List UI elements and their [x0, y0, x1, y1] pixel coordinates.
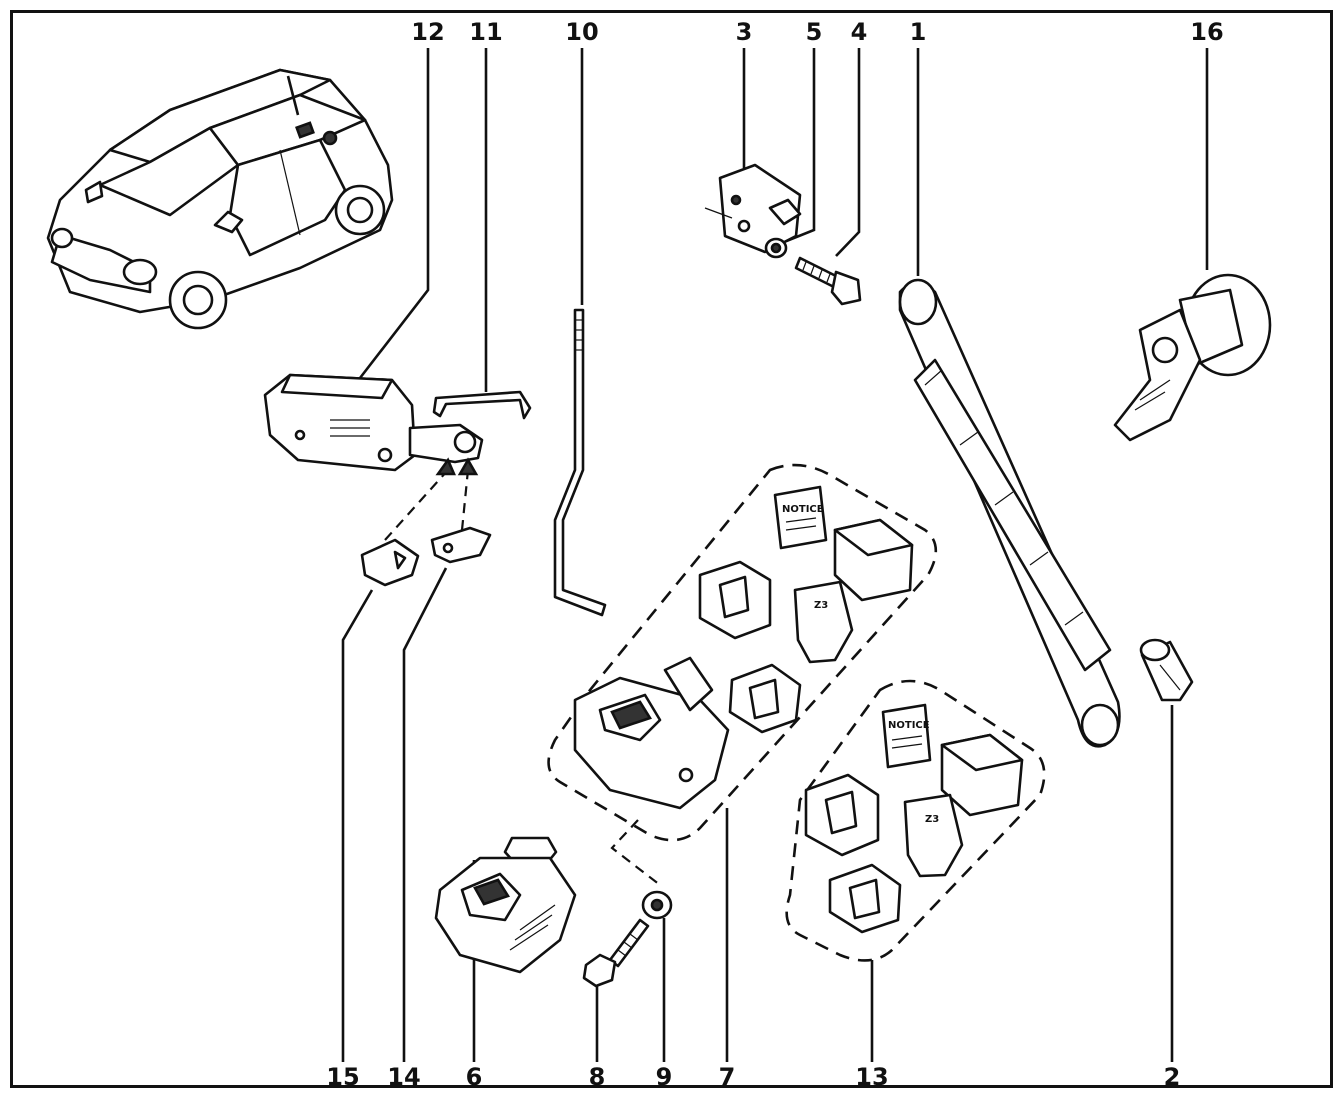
callout-3: 3 — [736, 18, 753, 46]
part-2-end-cap — [1139, 638, 1194, 702]
jack-to-washer-leader — [610, 819, 661, 886]
callout-4: 4 — [851, 18, 868, 46]
part-9-washer — [641, 890, 673, 920]
jack-pad-label-1: Z3 — [814, 600, 828, 611]
kit-7-boundary — [547, 463, 938, 842]
booklet-text-1: NOTICE — [782, 504, 824, 515]
car-illustration — [46, 68, 394, 330]
callout-10: 10 — [565, 18, 598, 46]
kit-7-contents: NOTICE Z3 — [573, 485, 914, 810]
callouts-top: 12 11 10 3 5 4 1 16 — [411, 18, 1223, 46]
leader-12 — [358, 48, 430, 379]
leader-15 — [341, 589, 374, 1062]
part-8-bolt — [582, 918, 650, 988]
callout-5: 5 — [806, 18, 823, 46]
kit-7-jack — [573, 656, 730, 810]
callout-8: 8 — [589, 1063, 606, 1091]
callout-2: 2 — [1164, 1063, 1181, 1091]
kit-13-contents: NOTICE Z3 — [804, 703, 1024, 934]
callouts-bottom: 15 14 6 8 9 7 13 2 — [326, 1063, 1180, 1091]
kit-13-boundary — [785, 679, 1046, 962]
part-14-bracket — [430, 526, 492, 564]
part-6-jack-cover — [434, 836, 577, 974]
part-16-lock — [1113, 273, 1272, 442]
leader-lines — [341, 48, 1209, 1062]
callout-16: 16 — [1190, 18, 1223, 46]
part-12-electronic-module — [263, 373, 484, 472]
callout-15: 15 — [326, 1063, 359, 1091]
callout-14: 14 — [387, 1063, 420, 1091]
callout-9: 9 — [656, 1063, 673, 1091]
part-3-bracket-plate — [704, 163, 802, 254]
assembly-arrows — [384, 457, 479, 541]
part-1-gas-strut — [898, 278, 1121, 748]
kit-7-notice-booklet: NOTICE — [773, 485, 828, 550]
jack-pad-label-2: Z3 — [925, 814, 939, 825]
callout-11: 11 — [469, 18, 502, 46]
callout-7: 7 — [719, 1063, 736, 1091]
diagram-frame — [10, 10, 1333, 1088]
booklet-text-2: NOTICE — [888, 720, 930, 731]
callout-6: 6 — [466, 1063, 483, 1091]
part-10-rod — [553, 308, 607, 617]
part-5-washer — [764, 237, 788, 259]
leader-14 — [402, 567, 448, 1062]
kit-13-notice-booklet: NOTICE — [881, 703, 932, 769]
callout-12: 12 — [411, 18, 444, 46]
part-11-clip — [432, 390, 532, 420]
callout-1: 1 — [910, 18, 927, 46]
leader-4 — [835, 48, 861, 257]
part-4-bolt — [794, 256, 862, 306]
part-15-housing — [360, 538, 420, 587]
callout-13: 13 — [855, 1063, 888, 1091]
